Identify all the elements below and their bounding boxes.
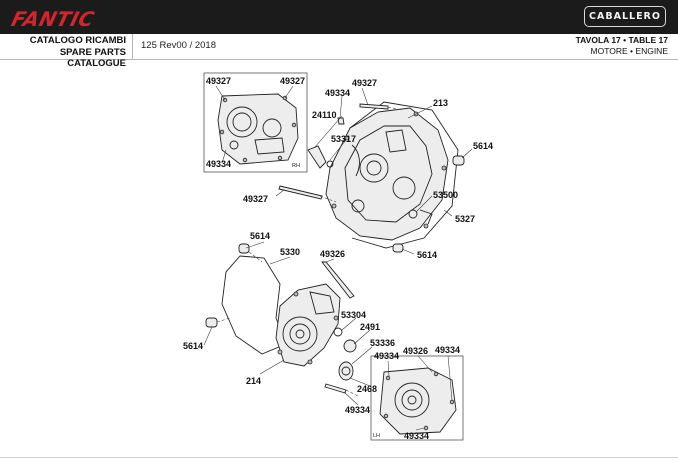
catalogue-title-en: SPARE PARTS CATALOGUE	[59, 46, 126, 70]
exploded-parts-diagram: RH	[183, 72, 493, 441]
seal-53500	[408, 209, 418, 219]
callout-5614-b: 5614	[417, 250, 437, 260]
screw-49334-top	[337, 117, 345, 125]
lh-crankcase-cover	[221, 255, 341, 367]
rh-crankcase-cover	[325, 107, 449, 241]
callout-49334-f: 49334	[404, 431, 429, 441]
rh-gasket-5327	[349, 101, 459, 249]
callout-49334-d: 49334	[435, 345, 460, 355]
catalogue-title-it: CATALOGO RICAMBI	[29, 35, 126, 46]
callout-labels: 49327 49327 49334 49327 49334 213 24110 …	[183, 76, 493, 441]
callout-5614-a: 5614	[473, 141, 493, 151]
dowel-5614-lh-left	[205, 317, 218, 328]
callout-2468: 2468	[357, 384, 377, 394]
callout-214: 214	[246, 376, 261, 386]
callout-49326-a: 49326	[320, 249, 345, 259]
callout-5330: 5330	[280, 247, 300, 257]
rh-cover-inset: RH	[203, 72, 308, 173]
bottom-rule	[0, 457, 678, 458]
callout-213: 213	[433, 98, 448, 108]
table-title-block: TAVOLA 17 • TABLE 17 MOTORE • ENGINE	[576, 35, 668, 57]
cap-53336	[338, 361, 354, 381]
lh-cover-inset: LH	[370, 355, 464, 441]
callout-5614-c: 5614	[250, 231, 270, 241]
revision-label: 125 Rev00 / 2018	[141, 40, 217, 51]
callout-24110: 24110	[312, 110, 337, 120]
callout-49334-a: 49334	[325, 88, 350, 98]
brand-logo: FANTIC	[9, 7, 98, 31]
callout-5327: 5327	[455, 214, 475, 224]
callout-49334-b: 49334	[206, 159, 231, 169]
lh-inset-cover	[379, 367, 457, 435]
dowel-5614-lower-rh	[392, 243, 404, 253]
callout-49327-a: 49327	[206, 76, 231, 86]
sensor-24110	[307, 145, 327, 169]
screw-49327-top	[359, 103, 389, 110]
callout-53500: 53500	[433, 190, 458, 200]
callout-49327-d: 49327	[243, 194, 268, 204]
oring-53317	[326, 160, 334, 168]
lh-inset-tag: LH	[373, 433, 380, 439]
callout-2491: 2491	[360, 322, 380, 332]
upper-leader-lines	[275, 87, 473, 255]
plug-2491	[343, 339, 357, 353]
callout-49334-c: 49334	[374, 351, 399, 361]
catalogue-title-block: CATALOGO RICAMBI SPARE PARTS CATALOGUE	[0, 34, 133, 69]
catalogue-header: CATALOGO RICAMBI SPARE PARTS CATALOGUE 1…	[0, 34, 678, 69]
callout-49326-b: 49326	[403, 346, 428, 356]
callout-49334-e: 49334	[345, 405, 370, 415]
dowel-5614-lh-top	[238, 243, 250, 254]
upper-small-parts	[278, 103, 465, 253]
callout-5614-d: 5614	[183, 341, 203, 351]
lower-small-parts	[205, 243, 359, 397]
oring-53304	[333, 327, 343, 337]
callout-53336: 53336	[370, 338, 395, 348]
screw-49327-long	[278, 185, 323, 200]
rh-inset-tag: RH	[292, 163, 300, 169]
table-subtitle: MOTORE • ENGINE	[590, 46, 668, 56]
model-badge: CABALLERO	[584, 6, 666, 27]
lower-leader-lines	[203, 241, 373, 406]
lh-gasket-5330	[221, 255, 287, 355]
brand-logo-text: FANTIC	[9, 7, 98, 31]
callout-53304: 53304	[341, 310, 366, 320]
top-bar: FANTIC CABALLERO	[0, 0, 678, 34]
table-title: TAVOLA 17 • TABLE 17	[575, 35, 668, 45]
screw-49334-lh	[324, 383, 347, 394]
callout-49327-c: 49327	[352, 78, 377, 88]
dowel-5614-upper	[452, 155, 465, 166]
screw-49326	[321, 261, 355, 299]
callout-49327-b: 49327	[280, 76, 305, 86]
callout-53317: 53317	[331, 134, 356, 144]
